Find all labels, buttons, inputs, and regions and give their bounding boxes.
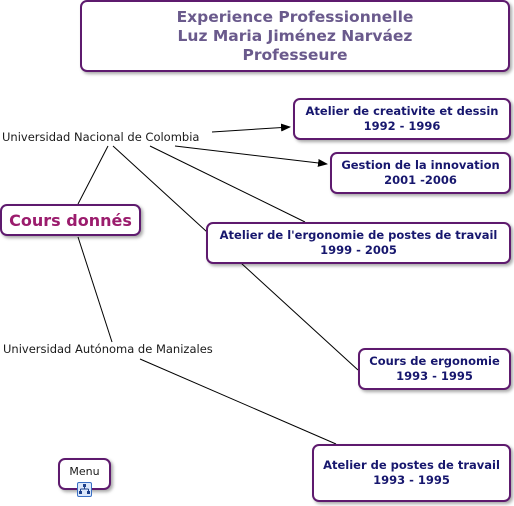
university-nacional-label: Universidad Nacional de Colombia [2,130,200,144]
link-u1-course2 [174,145,328,167]
course-years: 1993 - 1995 [396,369,473,383]
link-center-u2 [77,236,113,343]
title-line-1: Experience Professionnelle [176,7,414,26]
course-node-3[interactable]: Atelier de l'ergonomie de postes de trav… [206,222,511,264]
course-node-5[interactable]: Atelier de postes de travail 1993 - 1995 [312,444,511,502]
title-line-2: Luz Maria Jiménez Narváez [177,26,413,45]
course-years: 1999 - 2005 [320,243,397,257]
course-name: Gestion de la innovation [341,158,500,172]
center-label: Cours donnés [9,210,132,230]
title-line-3: Professeure [242,45,348,64]
course-node-2[interactable]: Gestion de la innovation 2001 -2006 [330,152,511,194]
course-name: Cours de ergonomie [369,354,500,368]
title-box: Experience Professionnelle Luz Maria Jim… [80,0,510,72]
link-u2-course5 [139,358,337,445]
center-node[interactable]: Cours donnés [0,204,141,236]
course-node-4[interactable]: Cours de ergonomie 1993 - 1995 [358,348,511,390]
link-center-u1 [77,145,109,205]
link-u1-course3 [149,145,306,223]
sitemap-icon[interactable] [77,482,92,497]
course-name: Atelier de postes de travail [323,458,500,472]
course-node-1[interactable]: Atelier de creativite et dessin 1992 - 1… [293,98,511,140]
menu-button[interactable]: Menu [58,458,111,497]
course-years: 2001 -2006 [384,173,457,187]
course-years: 1993 - 1995 [373,473,450,487]
course-name: Atelier de l'ergonomie de postes de trav… [219,228,498,242]
university-autonoma-label: Universidad Autónoma de Manizales [3,342,213,356]
course-years: 1992 - 1996 [363,119,441,133]
link-u1-course1 [211,123,291,133]
menu-label: Menu [69,465,100,478]
course-name: Atelier de creativite et dessin [305,104,499,118]
